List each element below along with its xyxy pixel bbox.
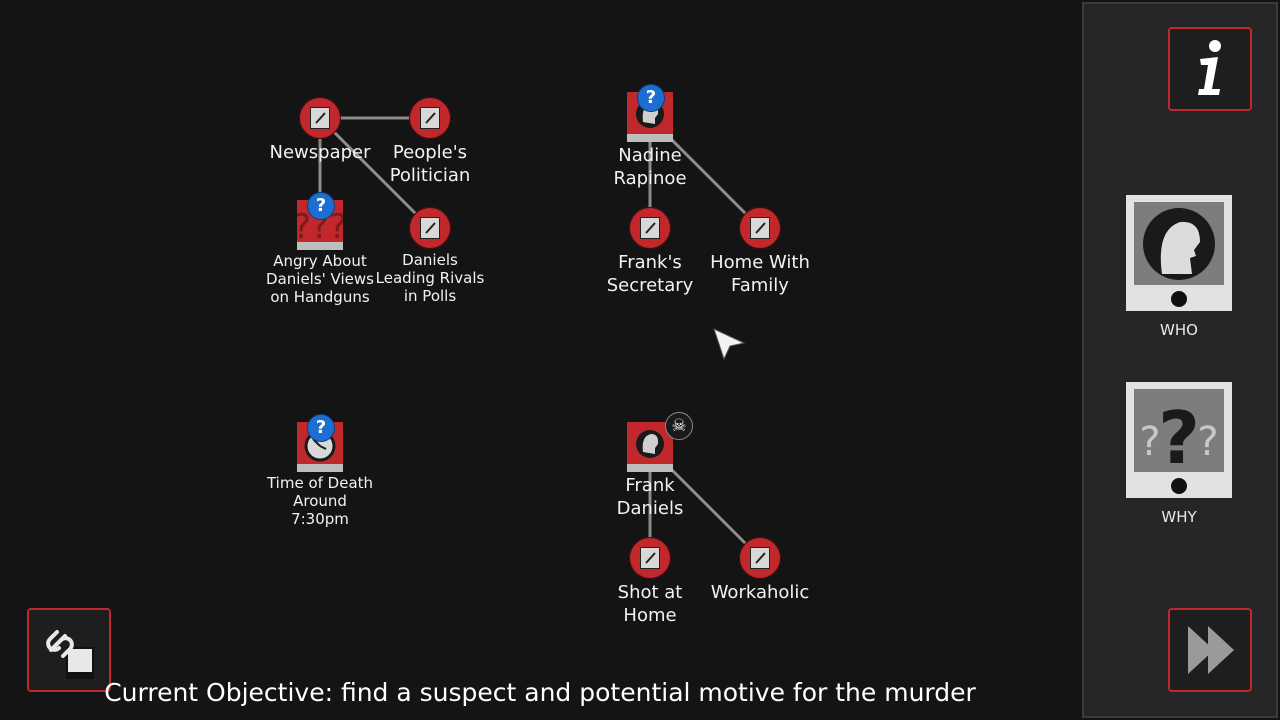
node-home-with-family[interactable]: Home With Family <box>700 207 820 297</box>
node-label: Angry About Daniels' Views on Handguns <box>266 252 374 306</box>
unknown-badge-icon: ? <box>307 192 335 220</box>
node-label: Newspaper <box>269 142 371 163</box>
node-label: Frank Daniels <box>616 475 684 519</box>
node-shot-at-home[interactable]: Shot at Home <box>595 537 705 627</box>
why-question-icon: ? ? ? <box>1134 389 1224 480</box>
person-card-icon: ☠ <box>627 412 693 472</box>
link-evidence-button[interactable] <box>27 608 111 692</box>
node-peoples-politician[interactable]: People's Politician <box>370 97 490 187</box>
current-objective: Current Objective: find a suspect and po… <box>104 678 976 707</box>
node-label: People's Politician <box>389 142 471 186</box>
node-time-of-death[interactable]: ? Time of Death Around 7:30pm <box>265 414 375 528</box>
info-icon <box>1198 40 1221 95</box>
clock-card-icon: ? <box>297 414 343 472</box>
note-icon <box>629 207 671 249</box>
svg-text:?: ? <box>1139 419 1160 465</box>
evidence-board: Newspaper People's Politician ??? ? Angr… <box>245 84 820 627</box>
person-card-icon: ? <box>627 84 673 142</box>
node-label: Frank's Secretary <box>606 252 694 296</box>
node-label: Workaholic <box>710 582 810 603</box>
slot-indicator <box>1171 478 1187 494</box>
link-newspaper-leading <box>318 116 432 230</box>
unknown-badge-icon: ? <box>307 414 335 442</box>
node-label: Nadine Rapinoe <box>613 145 687 189</box>
node-angry-about[interactable]: ??? ? Angry About Daniels' Views on Hand… <box>260 192 380 306</box>
node-daniels-leading[interactable]: Daniels Leading Rivals in Polls <box>375 207 485 305</box>
slot-indicator <box>1171 291 1187 307</box>
unknown-badge-icon: ? <box>637 84 665 112</box>
node-label: Daniels Leading Rivals in Polls <box>375 251 485 305</box>
node-label: Time of Death Around 7:30pm <box>266 474 374 528</box>
note-icon <box>409 207 451 249</box>
note-icon <box>409 97 451 139</box>
note-icon <box>629 537 671 579</box>
why-slot[interactable]: ? ? ? <box>1126 382 1232 498</box>
node-frank-daniels[interactable]: ☠ Frank Daniels <box>600 412 700 520</box>
node-label: Shot at Home <box>617 582 683 626</box>
note-icon <box>739 207 781 249</box>
side-panel <box>1082 2 1278 718</box>
fast-forward-button[interactable] <box>1168 608 1252 692</box>
skull-badge-icon: ☠ <box>665 412 693 440</box>
why-label: WHY <box>1161 508 1197 526</box>
question-card-icon: ??? ? <box>297 192 343 250</box>
note-icon <box>299 97 341 139</box>
note-icon <box>739 537 781 579</box>
link-icon <box>46 630 94 679</box>
who-slot[interactable] <box>1126 195 1232 311</box>
fast-forward-icon <box>1188 626 1234 674</box>
node-newspaper[interactable]: Newspaper <box>245 97 395 164</box>
who-silhouette-icon <box>1134 202 1224 285</box>
node-workaholic[interactable]: Workaholic <box>700 537 820 604</box>
svg-text:?: ? <box>1197 419 1218 465</box>
connection-lines <box>318 116 762 560</box>
node-nadine-rapinoe[interactable]: ? Nadine Rapinoe <box>600 84 700 190</box>
who-label: WHO <box>1160 321 1198 339</box>
node-label: Home With Family <box>710 252 810 296</box>
info-button[interactable] <box>1168 27 1252 111</box>
mouse-cursor-icon <box>713 328 746 361</box>
svg-text:?: ? <box>1158 396 1200 472</box>
node-franks-secretary[interactable]: Frank's Secretary <box>595 207 705 297</box>
